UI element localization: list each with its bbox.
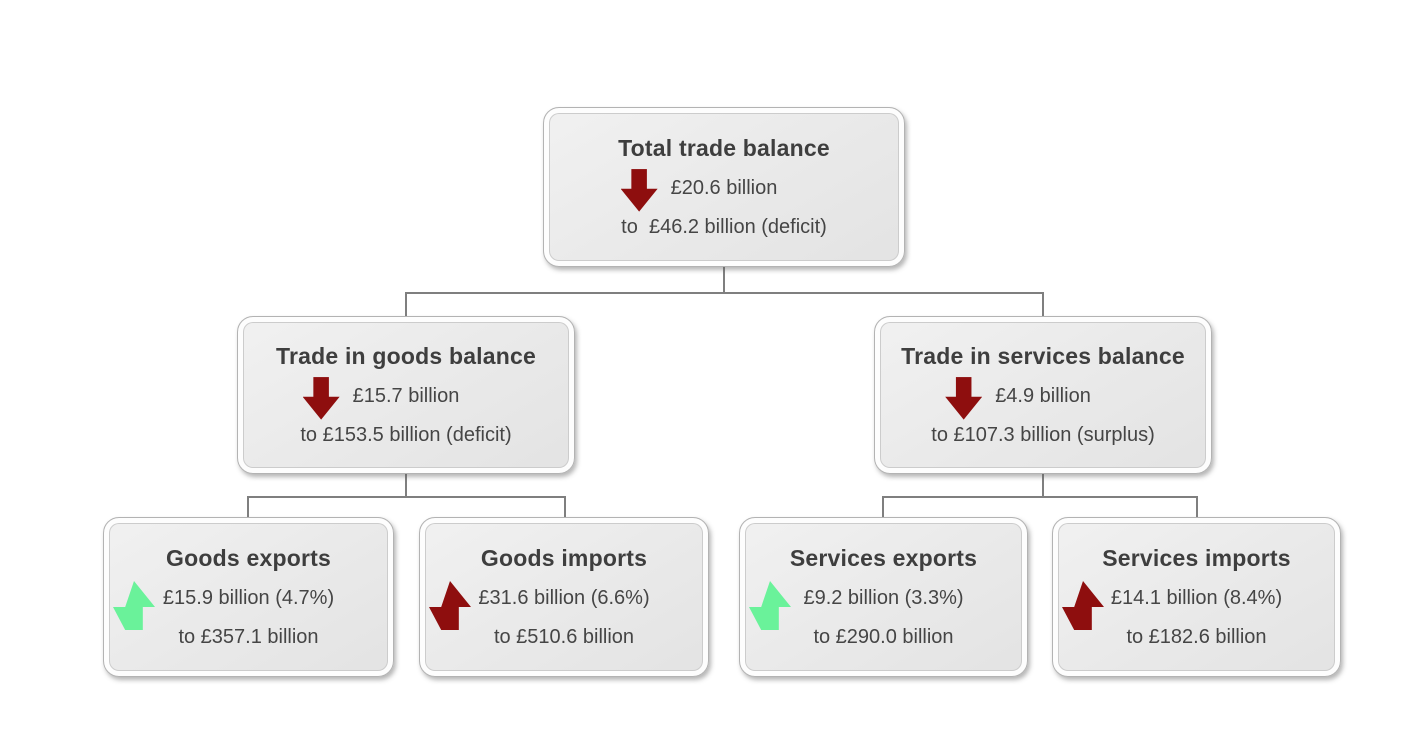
node-total-trade-balance: Total trade balance £20.6 billion to £46… [543, 107, 905, 267]
node-services-exports: Services exports £9.2 billion (3.3%) to … [739, 517, 1028, 677]
decrease-arrow-icon [945, 376, 983, 420]
new-level: to £357.1 billion [178, 625, 319, 648]
connector-goods-balance-drop [405, 292, 407, 317]
change-line: £20.6 billion [620, 168, 778, 212]
node-title: Goods exports [166, 544, 331, 571]
decrease-arrow-icon [302, 376, 340, 420]
node-title: Trade in goods balance [275, 342, 537, 369]
node-title: Services imports [1102, 544, 1291, 571]
connector-goods-exports-drop [247, 496, 249, 518]
increase-arrow-icon [429, 581, 471, 630]
new-level: to £107.3 billion (surplus) [931, 423, 1155, 446]
connector-goods-crossbar [247, 496, 566, 498]
new-level: to £510.6 billion [493, 625, 635, 648]
increase-arrow-icon [749, 581, 791, 630]
change-line: £14.1 billion (8.4%) [1110, 586, 1283, 609]
connector-services-crossbar [882, 496, 1198, 498]
new-level: to £182.6 billion [1126, 625, 1267, 648]
connector-services-balance-drop [1042, 292, 1044, 317]
new-level: to £153.5 billion (deficit) [300, 423, 512, 446]
node-goods-exports: Goods exports £15.9 billion (4.7%) to £3… [103, 517, 394, 677]
node-title: Goods imports [480, 544, 648, 571]
new-level: to £46.2 billion (deficit) [621, 215, 827, 238]
change-line: £4.9 billion [945, 376, 1091, 420]
connector-services-imports-drop [1196, 496, 1198, 518]
connector-goods-imports-drop [564, 496, 566, 518]
node-trade-in-services-balance: Trade in services balance £4.9 billion t… [874, 316, 1212, 474]
change-line: £9.2 billion (3.3%) [803, 586, 964, 609]
change-amount: £15.7 billion [352, 384, 460, 407]
increase-arrow-icon [1062, 581, 1104, 630]
connector-services-stem [1042, 473, 1044, 498]
change-amount: £4.9 billion [995, 384, 1091, 407]
change-line: £31.6 billion (6.6%) [478, 586, 650, 609]
connector-level2-crossbar [405, 292, 1044, 294]
node-title: Trade in services balance [901, 342, 1185, 369]
new-level: to £290.0 billion [813, 625, 954, 648]
change-line: £15.9 billion (4.7%) [162, 586, 335, 609]
connector-services-exports-drop [882, 496, 884, 518]
connector-goods-stem [405, 473, 407, 498]
node-trade-in-goods-balance: Trade in goods balance £15.7 billion to … [237, 316, 575, 474]
node-title: Total trade balance [618, 134, 830, 161]
connector-total-stem [723, 266, 725, 293]
decrease-arrow-icon [620, 168, 658, 212]
change-line: £15.7 billion [302, 376, 460, 420]
change-amount: £20.6 billion [670, 176, 778, 199]
increase-arrow-icon [113, 581, 155, 630]
node-goods-imports: Goods imports £31.6 billion (6.6%) to £5… [419, 517, 709, 677]
node-services-imports: Services imports £14.1 billion (8.4%) to… [1052, 517, 1341, 677]
node-title: Services exports [789, 544, 978, 571]
